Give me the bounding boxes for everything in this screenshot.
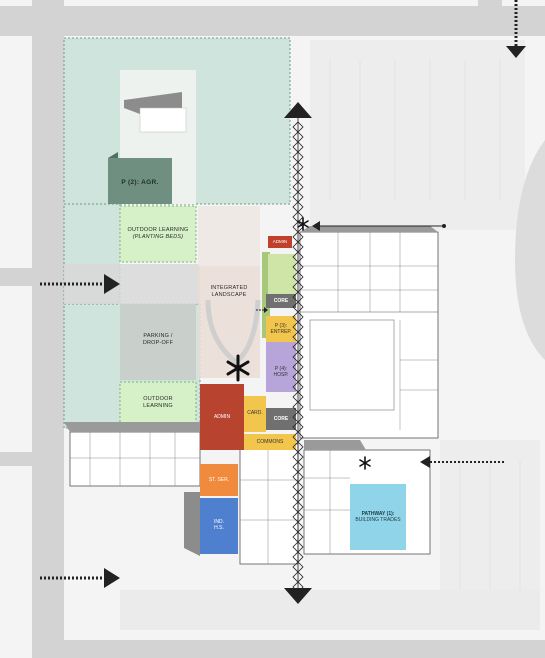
commons-block	[244, 434, 296, 450]
label-pathway-1: PATHWAY (1):	[361, 510, 395, 517]
west-building	[64, 422, 206, 487]
label-p3: P (3):	[274, 322, 288, 329]
drop-off-loop	[205, 299, 261, 366]
curved-structure	[515, 140, 545, 360]
bottom-road	[64, 640, 545, 658]
left-road-spur	[0, 268, 64, 286]
label-p4: P (4):	[274, 365, 288, 372]
arrow-west-lower	[40, 568, 120, 588]
label-ind-hs: IND. H.S.	[200, 514, 238, 536]
label-p3-entrep: P (3): ENTREP.	[266, 317, 296, 341]
east-building	[299, 226, 439, 439]
label-pathway: PATHWAY (1): BUILDING TRADES	[350, 506, 406, 528]
p3-entrep-block	[266, 316, 296, 342]
core-2-block	[266, 408, 296, 430]
admin-block	[200, 384, 244, 450]
asterisk-large	[226, 354, 250, 382]
p4-hosp-block	[266, 342, 296, 392]
label-admin-top: ADMIN	[272, 239, 288, 245]
st-ser-block	[200, 464, 238, 496]
asterisk-small-2	[359, 456, 371, 470]
label-outdoor-learning-1: OUTDOOR LEARNING	[127, 227, 189, 234]
left-road-spur-2	[0, 452, 64, 466]
admin-top-block	[268, 236, 292, 248]
arrow-east	[420, 456, 506, 468]
top-road	[0, 6, 545, 36]
label-p4-hosp: P (4): HOSP.	[266, 360, 296, 384]
label-outdoor-learning-planting: OUTDOOR LEARNING (PLANTING BEDS)	[120, 222, 196, 246]
label-landscape: LANDSCAPE	[211, 292, 247, 298]
pathway-block	[350, 484, 406, 550]
label-hosp: HOSP.	[273, 372, 289, 378]
label-core-1: CORE	[273, 297, 289, 304]
label-outdoor-2b: LEARNING	[143, 403, 173, 409]
card-block	[244, 396, 266, 432]
label-commons: COMMONS	[256, 438, 284, 445]
asterisk-small-1	[297, 217, 309, 231]
small-building	[124, 92, 187, 133]
label-parking-1: PARKING /	[143, 333, 173, 340]
spine-arrow-bottom	[284, 588, 312, 604]
label-entrep: ENTREP.	[270, 329, 292, 335]
program-blocks	[200, 236, 406, 554]
arrow-landscape	[256, 307, 268, 313]
parking-drop-off-zone	[120, 304, 196, 380]
label-pathway-2: BUILDING TRADES	[355, 517, 401, 523]
arrow-northeast	[312, 221, 446, 231]
parking-lot-right	[120, 40, 540, 630]
label-integrated-landscape: INTEGRATED LANDSCAPE	[198, 282, 260, 302]
label-ind: IND.	[214, 518, 224, 525]
label-admin: ADMIN	[213, 413, 231, 420]
p2-agr-block	[108, 158, 172, 204]
entry-arrows	[40, 0, 526, 588]
label-integrated: INTEGRATED	[210, 285, 248, 292]
ind-hs-block	[200, 498, 238, 554]
label-st-ser: ST. SER.	[208, 476, 230, 483]
label-card: CARD.	[247, 409, 263, 416]
light-green-block	[268, 254, 296, 296]
arrow-west-upper	[40, 274, 120, 294]
label-parking-2: DROP-OFF	[142, 340, 174, 346]
outdoor-learning-zone-2	[119, 381, 197, 427]
entry-asterisks	[226, 217, 371, 470]
label-planting-beds: (PLANTING BEDS)	[132, 234, 184, 240]
label-p2-agr: P (2): AGR.	[121, 178, 159, 186]
label-outdoor-2a: OUTDOOR	[143, 396, 173, 403]
core-1-block	[266, 294, 296, 308]
label-hs: H.S.	[214, 525, 224, 531]
top-right-road	[478, 0, 502, 36]
label-core-2: CORE	[273, 415, 289, 422]
label-parking: PARKING / DROP-OFF	[120, 330, 196, 350]
spine-arrow-top	[284, 102, 312, 118]
central-spine	[284, 102, 312, 604]
label-outdoor-learning-2: OUTDOOR LEARNING	[120, 392, 196, 414]
planting-beds-zone	[119, 205, 197, 263]
left-road	[32, 0, 64, 658]
arrow-north-right	[506, 0, 526, 58]
drive-lane	[64, 264, 200, 304]
